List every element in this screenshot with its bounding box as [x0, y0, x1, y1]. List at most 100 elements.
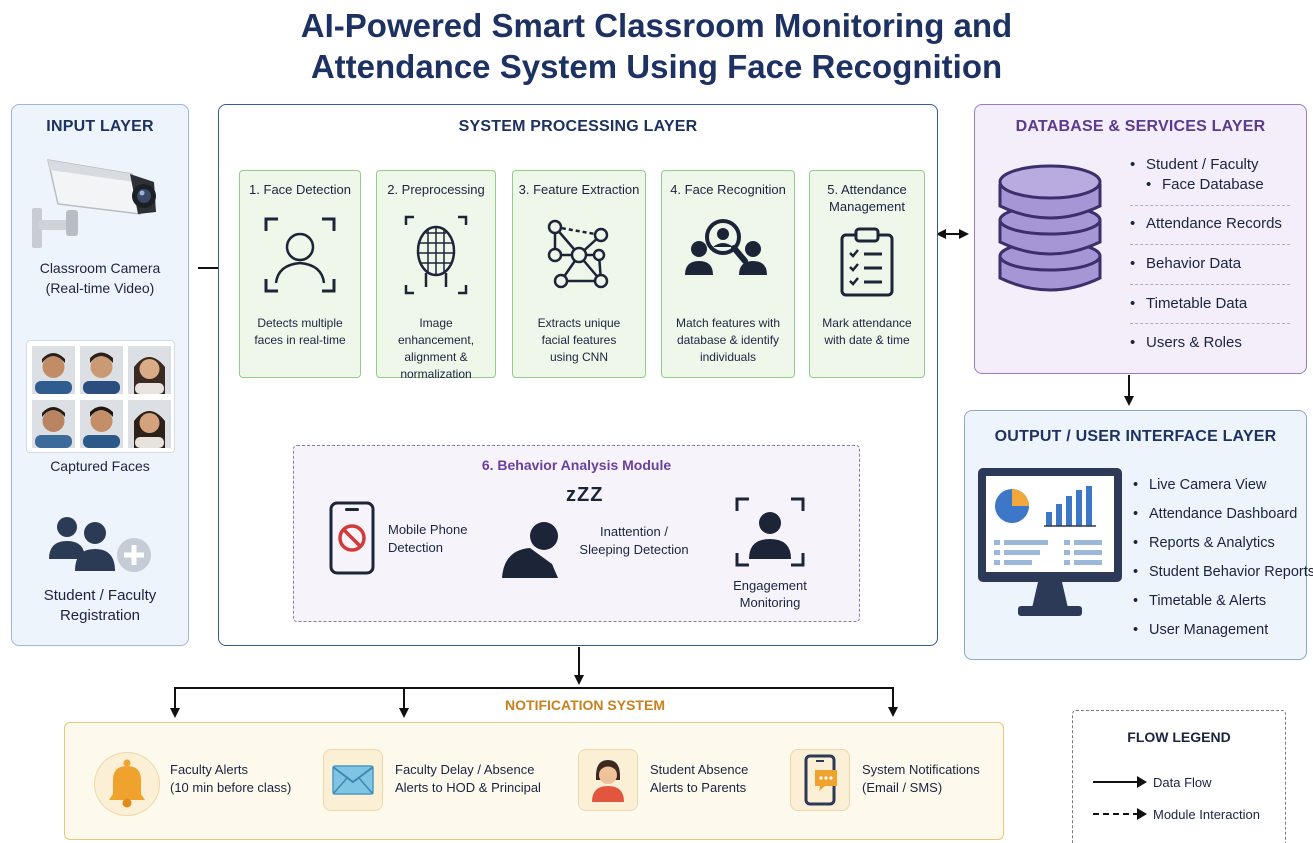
- db-item-timetable-data: Timetable Data: [1130, 294, 1247, 314]
- step-1-desc-2: faces in real-time: [254, 333, 346, 347]
- legend-arrows: [1093, 776, 1147, 820]
- notif-faculty-alerts-1: Faculty Alerts: [170, 762, 249, 777]
- registration-label-1: Student / Faculty: [43, 587, 157, 604]
- db-item-behavior-data: Behavior Data: [1130, 254, 1241, 274]
- face-thumb-6: [128, 400, 171, 448]
- registration-label-2: Registration: [59, 607, 141, 624]
- student-icon: [592, 760, 624, 802]
- output-item-live-camera: Live Camera View: [1133, 471, 1313, 500]
- step-5-title-2: Management: [829, 199, 905, 214]
- output-item-timetable-alerts: Timetable & Alerts: [1133, 587, 1313, 616]
- step-2-desc-3: normalization: [400, 367, 472, 381]
- dashboard-monitor-icon: [978, 468, 1122, 616]
- db-divider: [1130, 323, 1290, 324]
- step-5-title-1: 5. Attendance: [827, 182, 907, 197]
- face-thumb-5: [80, 400, 123, 448]
- output-layer-title: OUTPUT / USER INTERFACE LAYER: [994, 428, 1277, 445]
- db-item-users-roles: Users & Roles: [1130, 333, 1242, 353]
- face-mesh-icon: [404, 215, 468, 295]
- diagram-title-line-2: Attendance System Using Face Recognition: [310, 48, 1003, 85]
- step-face-detection: 1. Face Detection Detects multiple faces…: [239, 170, 361, 378]
- sleeping-detection-label: Inattention / Sleeping Detection: [578, 523, 690, 559]
- face-thumb-4: [32, 400, 75, 448]
- phone-chat-icon: [804, 754, 837, 806]
- step-4-title: 4. Face Recognition: [670, 182, 786, 197]
- step-1-title: 1. Face Detection: [249, 182, 351, 197]
- camera-label-1: Classroom Camera: [39, 260, 161, 276]
- notif-faculty-delay-2: Alerts to HOD & Principal: [395, 780, 541, 795]
- notif-student-absence-1: Student Absence: [650, 762, 749, 777]
- step-attendance-management: 5. Attendance Management Mark attendance…: [809, 170, 925, 378]
- step-4-desc-3: individuals: [699, 350, 757, 364]
- legend-title: FLOW LEGEND: [1127, 729, 1231, 745]
- face-thumb-2: [80, 346, 123, 394]
- sleep-label-2: Sleeping Detection: [579, 542, 689, 557]
- db-divider: [1130, 205, 1290, 206]
- database-icon: [998, 164, 1102, 292]
- add-users-icon: [49, 517, 151, 572]
- output-list: Live Camera View Attendance Dashboard Re…: [1133, 471, 1313, 645]
- step-3-desc-3: using CNN: [549, 350, 609, 364]
- notif-system-2: (Email / SMS): [862, 780, 943, 795]
- network-nodes-icon: [547, 219, 609, 289]
- face-thumb-1: [32, 346, 75, 394]
- engage-label-2: Monitoring: [739, 595, 801, 610]
- engage-label-1: Engagement: [733, 578, 807, 593]
- step-preprocessing: 2. Preprocessing Image enhancement, alig…: [376, 170, 496, 381]
- db-divider: [1130, 284, 1290, 285]
- step-3-desc-2: facial features: [541, 333, 617, 347]
- step-1-desc-1: Detects multiple: [257, 316, 343, 330]
- notif-system-1: System Notifications: [862, 762, 980, 777]
- db-item-face-database-line2: Face Database: [1130, 175, 1264, 195]
- flow-legend: FLOW LEGEND Data Flow Module Interaction: [1072, 710, 1286, 843]
- face-scan-icon: [264, 217, 336, 293]
- db-item-attendance-records: Attendance Records: [1130, 214, 1282, 234]
- input-layer-title: INPUT LAYER: [46, 118, 154, 135]
- database-list: Student / Faculty Face Database: [1130, 155, 1264, 195]
- database-layer-panel: DATABASE & SERVICES LAYER: [974, 104, 1307, 374]
- mobile-phone-blocked-icon: [329, 501, 375, 575]
- database-layer-title: DATABASE & SERVICES LAYER: [1015, 118, 1266, 135]
- output-item-reports: Reports & Analytics: [1133, 529, 1313, 558]
- step-4-desc-1: Match features with: [675, 316, 781, 330]
- step-3-desc-1: Extracts unique: [537, 316, 621, 330]
- phone-detection-label: Mobile Phone Detection: [388, 521, 468, 557]
- clipboard-checklist-icon: [840, 227, 894, 297]
- step-feature-extraction: 3. Feature Extraction Extracts unique fa…: [512, 170, 646, 378]
- identify-users-icon: [685, 219, 767, 275]
- step-3-title: 3. Feature Extraction: [518, 182, 640, 197]
- face-thumb-3: [128, 346, 171, 394]
- step-2-desc-2: alignment &: [404, 350, 468, 364]
- notif-faculty-alerts-2: (10 min before class): [170, 780, 292, 795]
- security-camera-icon: [32, 159, 156, 248]
- step-face-recognition: 4. Face Recognition Match features with …: [661, 170, 795, 378]
- step-5-desc-1: Mark attendance: [822, 316, 912, 330]
- output-item-behavior-reports: Student Behavior Reports: [1133, 558, 1313, 587]
- processing-layer-title: SYSTEM PROCESSING LAYER: [458, 118, 698, 135]
- sleep-label-1: Inattention /: [600, 524, 668, 539]
- captured-faces-label: Captured Faces: [50, 458, 150, 474]
- db-item-face-database: Student / Faculty: [1130, 155, 1264, 175]
- step-2-title: 2. Preprocessing: [387, 182, 485, 197]
- notif-student-absence-2: Alerts to Parents: [650, 780, 747, 795]
- step-4-desc-2: database & identify: [676, 333, 780, 347]
- engagement-monitoring-label: Engagement Monitoring: [712, 577, 828, 611]
- captured-faces-grid: [26, 340, 175, 453]
- bell-icon: [109, 759, 145, 808]
- behavior-analysis-module: 6. Behavior Analysis Module: [293, 445, 860, 622]
- face-thumbnails: [32, 346, 171, 448]
- step-5-desc-2: with date & time: [824, 333, 910, 347]
- legend-data-flow: Data Flow: [1153, 775, 1212, 790]
- step-2-desc-1: Image enhancement,: [397, 316, 475, 347]
- phone-label-1: Mobile Phone: [388, 522, 468, 537]
- diagram-title-line-1: AI-Powered Smart Classroom Monitoring an…: [300, 7, 1013, 44]
- notif-faculty-delay-1: Faculty Delay / Absence: [395, 762, 535, 777]
- behavior-module-title: 6. Behavior Analysis Module: [481, 457, 672, 473]
- envelope-icon: [332, 765, 374, 795]
- notification-title: NOTIFICATION SYSTEM: [500, 697, 670, 713]
- sleep-zzz-text: zZZ: [566, 484, 604, 506]
- phone-label-2: Detection: [388, 540, 443, 555]
- db-divider: [1130, 244, 1290, 245]
- legend-module-interaction: Module Interaction: [1153, 807, 1260, 822]
- sleeping-person-icon: [502, 522, 558, 578]
